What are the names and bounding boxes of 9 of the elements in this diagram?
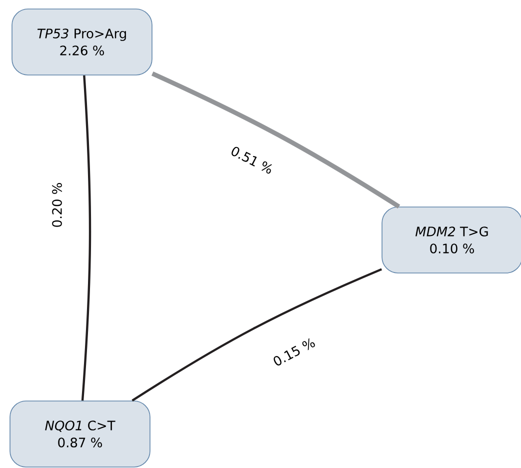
node-box: NQO1 C>T 0.87 % <box>10 400 150 468</box>
node-box: MDM2 T>G 0.10 % <box>382 206 521 274</box>
connector-line <box>132 268 382 402</box>
edge-label: 0.20 % <box>51 181 63 229</box>
edge-label: 0.15 % <box>270 336 318 368</box>
edge-label: 0.51 % <box>228 144 276 176</box>
connector-line <box>151 72 400 208</box>
node-box: TP53 Pro>Arg 2.26 % <box>12 8 152 76</box>
connector-line <box>81 75 92 401</box>
